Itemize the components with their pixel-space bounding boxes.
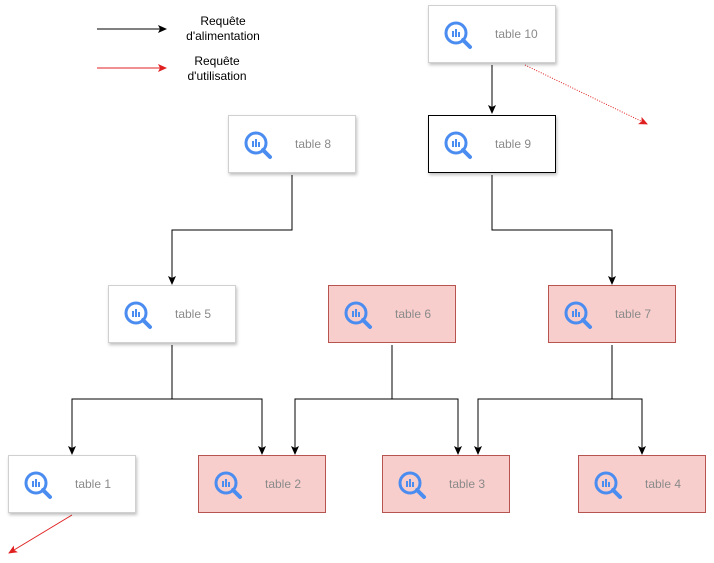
bigquery-icon	[24, 471, 52, 499]
legend-feed-label-line1: Requête	[200, 14, 246, 28]
node-table10[interactable]: table 10	[428, 5, 556, 63]
edge-table5-table2	[172, 398, 266, 455]
edge-table6-table3	[392, 398, 462, 455]
bigquery-icon	[244, 131, 272, 159]
bigquery-icon	[444, 131, 472, 159]
edge-table10-use	[524, 64, 648, 125]
node-label: table 7	[615, 307, 652, 321]
node-table5[interactable]: table 5	[108, 285, 236, 343]
bigquery-icon	[214, 471, 242, 499]
bigquery-icon	[564, 301, 592, 329]
edge-table9-table7	[491, 175, 616, 285]
node-table7[interactable]: table 7	[548, 285, 676, 343]
node-label: table 10	[495, 27, 538, 41]
legend-feed-label: Requête d'alimentation	[186, 14, 260, 44]
bigquery-icon	[594, 471, 622, 499]
legend-use-label-line2: d'utilisation	[187, 69, 247, 83]
node-label: table 8	[295, 137, 332, 151]
edge-table5-table1	[68, 345, 173, 455]
bigquery-icon	[398, 471, 426, 499]
legend-use-label: Requête d'utilisation	[182, 54, 252, 84]
bigquery-icon	[444, 21, 472, 49]
node-label: table 5	[175, 307, 212, 321]
edge-table7-table3	[474, 345, 613, 455]
node-table4[interactable]: table 4	[578, 455, 706, 513]
node-table3[interactable]: table 3	[382, 455, 510, 513]
edge-table7-table4	[612, 398, 646, 455]
legend-feed-label-line2: d'alimentation	[186, 29, 260, 43]
node-table9[interactable]: table 9	[428, 115, 556, 173]
node-table6[interactable]: table 6	[328, 285, 456, 343]
edge-table6-table2	[291, 345, 393, 455]
legend-use-label-line1: Requête	[194, 54, 240, 68]
node-label: table 3	[449, 477, 486, 491]
node-label: table 4	[645, 477, 682, 491]
node-label: table 1	[75, 477, 112, 491]
node-table1[interactable]: table 1	[8, 455, 136, 513]
bigquery-icon	[124, 301, 152, 329]
node-label: table 2	[265, 477, 302, 491]
node-label: table 6	[395, 307, 432, 321]
edge-table1-use	[8, 514, 73, 554]
bigquery-icon	[344, 301, 372, 329]
node-label: table 9	[495, 137, 532, 151]
node-table2[interactable]: table 2	[198, 455, 326, 513]
node-table8[interactable]: table 8	[228, 115, 356, 173]
edge-table8-table5	[168, 175, 293, 285]
